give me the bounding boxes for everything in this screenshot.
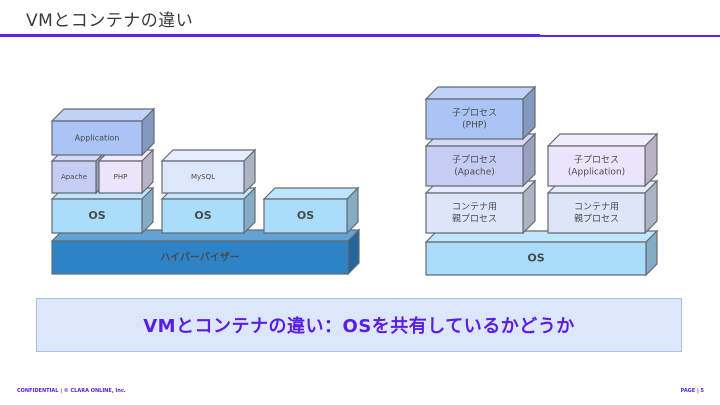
mysql-box-top-face [160, 149, 257, 162]
host-os-box: OS [424, 229, 659, 277]
child-process-apache-box-front-face [425, 145, 524, 187]
vm-os-box-3-front-face [263, 198, 348, 234]
child-process-application-box-top-face [546, 133, 659, 147]
vm-os-box-1-label: OS [88, 209, 105, 222]
child-process-application-box-front-face [547, 145, 646, 187]
child-process-application-box-label: (Application) [568, 168, 625, 178]
child-process-php-box-top-face [424, 86, 537, 100]
application-box-label: Application [75, 134, 120, 143]
vm-os-box-1: OS [50, 186, 155, 235]
child-process-php-box-front-face [425, 98, 524, 140]
footer-confidential: CONFIDENTIAL | © CLARA ONLINE, Inc. [17, 388, 126, 394]
container-parent-box-1-front-face [425, 192, 524, 234]
hypervisor-box-front-face [51, 240, 349, 275]
container-parent-box-2-label: 親プロセス [574, 213, 619, 225]
footer-page-number: PAGE | 5 [680, 388, 704, 394]
title-underline [0, 34, 540, 37]
title-underline-thin [540, 35, 720, 37]
summary-text: VMとコンテナの違い：OSを共有しているかどうか [143, 316, 575, 337]
application-box-top-face [50, 108, 156, 122]
child-process-apache-box: 子プロセス (Apache) [424, 132, 537, 188]
application-box: Application [50, 107, 156, 157]
apache-box-front-face [51, 160, 97, 194]
mysql-box-front-face [161, 160, 245, 194]
child-process-php-box: 子プロセス (PHP) [424, 85, 537, 141]
application-box-front-face [51, 120, 143, 156]
host-os-box-label: OS [527, 252, 544, 265]
vm-os-box-1-front-face [51, 198, 143, 234]
vm-os-box-2-label: OS [194, 209, 211, 222]
php-box-front-face [98, 160, 143, 194]
php-box-label: PHP [114, 173, 128, 181]
child-process-php-box-label: 子プロセス [452, 107, 497, 118]
child-process-application-box-label: 子プロセス [574, 154, 619, 165]
hypervisor-box-label: ハイパーバイザー [160, 252, 240, 264]
vm-os-box-3-label: OS [297, 209, 314, 222]
container-parent-box-1-label: 親プロセス [452, 213, 497, 225]
apache-box-label: Apache [61, 173, 87, 181]
vm-os-box-2: OS [160, 186, 257, 235]
mysql-box: MySQL [160, 148, 257, 195]
host-os-box-front-face [425, 241, 647, 276]
vm-os-box-3-top-face [262, 187, 360, 200]
container-parent-box-2-front-face [547, 192, 646, 234]
container-parent-box-2-label: コンテナ用 [574, 201, 619, 212]
vm-os-box-3: OS [262, 186, 360, 235]
vm-os-box-2-front-face [161, 198, 245, 234]
mysql-box-label: MySQL [191, 173, 215, 181]
hypervisor-box: ハイパーバイザー [50, 228, 361, 276]
child-process-apache-box-label: (Apache) [454, 168, 495, 178]
child-process-php-box-label: (PHP) [462, 121, 487, 131]
php-box: PHP [97, 148, 155, 195]
child-process-apache-box-label: 子プロセス [452, 154, 497, 165]
summary-banner: VMとコンテナの違い：OSを共有しているかどうか [36, 298, 682, 352]
child-process-application-box: 子プロセス (Application) [546, 132, 659, 188]
container-parent-box-1-label: コンテナ用 [452, 201, 497, 212]
page-title: VMとコンテナの違い [26, 11, 194, 31]
